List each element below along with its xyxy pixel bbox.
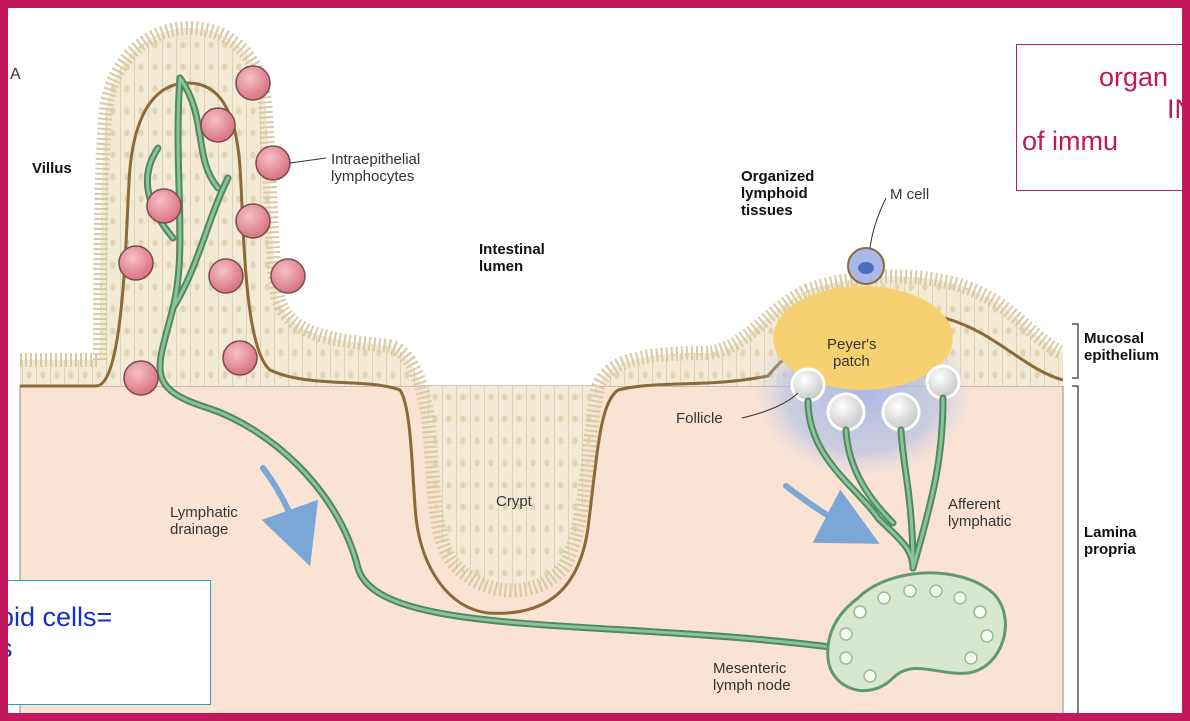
label-organized-2: lymphoid	[741, 185, 808, 202]
callout-red-line-1: organ	[1017, 61, 1190, 93]
label-mesenteric-1: Mesenteric	[713, 660, 786, 677]
label-intraepithelial-1: Intraepithelial	[331, 151, 420, 168]
panel-letter: A	[10, 66, 21, 83]
label-lymphatic-2: drainage	[170, 521, 228, 538]
callout-red-line-3: of immu	[1017, 125, 1190, 157]
label-mucosal-2: epithelium	[1084, 347, 1159, 364]
label-intraepithelial-2: lymphocytes	[331, 168, 414, 185]
region-brackets	[1072, 324, 1078, 720]
callout-red-line-2: IN	[1017, 93, 1190, 125]
m-cell-nucleus	[858, 262, 874, 274]
label-follicle: Follicle	[676, 410, 723, 427]
callout-lymphoid-cells: oid cells= s	[0, 580, 211, 705]
label-organized-3: tissues	[741, 202, 793, 219]
label-afferent-1: Afferent	[948, 496, 1000, 513]
label-villus: Villus	[32, 160, 72, 177]
label-organized-1: Organized	[741, 168, 814, 185]
follicle	[792, 369, 824, 401]
label-lumen-1: Intestinal	[479, 241, 545, 258]
label-lamina-2: propria	[1084, 541, 1136, 558]
label-crypt: Crypt	[496, 493, 532, 510]
label-peyers-1: Peyer's	[827, 336, 877, 353]
label-peyers-2: patch	[833, 353, 870, 370]
follicle	[883, 394, 919, 430]
label-lumen-2: lumen	[479, 258, 523, 275]
label-lamina-1: Lamina	[1084, 524, 1137, 541]
label-mesenteric-2: lymph node	[713, 677, 791, 694]
label-lymphatic-1: Lymphatic	[170, 504, 238, 521]
label-mucosal-1: Mucosal	[1084, 330, 1144, 347]
label-m-cell: M cell	[890, 186, 929, 203]
follicle	[828, 394, 864, 430]
follicle	[927, 366, 959, 398]
callout-blue-line-1: oid cells=	[0, 602, 210, 633]
callout-blue-line-2: s	[0, 633, 210, 664]
label-afferent-2: lymphatic	[948, 513, 1011, 530]
callout-organized-tissue: organ IN of immu	[1016, 44, 1190, 191]
